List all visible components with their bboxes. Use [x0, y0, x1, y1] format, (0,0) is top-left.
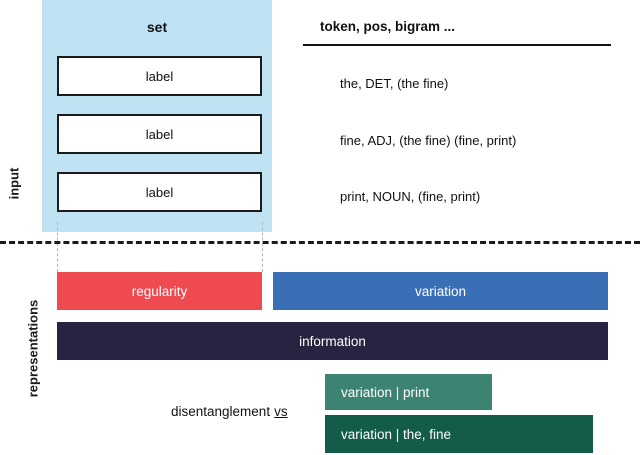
bar-information-label: information [299, 333, 366, 349]
feature-row: print, NOUN, (fine, print) [340, 189, 481, 204]
feature-row: the, DET, (the fine) [340, 76, 449, 91]
label-box: label [57, 172, 262, 212]
connector-line-left [57, 222, 58, 272]
label-box: label [57, 56, 262, 96]
bar-variation-label: variation [414, 283, 467, 299]
disentanglement-label: disentanglement [171, 404, 271, 419]
feature-row: fine, ADJ, (the fine) (fine, print) [340, 133, 517, 148]
bar-information: information [57, 322, 608, 360]
bar-variation-the-fine: variation | the, fine [325, 415, 593, 453]
bar-variation-print-label: variation | print [341, 384, 430, 400]
feature-header-rule [303, 44, 611, 46]
connector-line-right [262, 222, 263, 272]
section-divider [0, 241, 640, 244]
bar-regularity: regularity [57, 272, 262, 310]
bar-regularity-label: regularity [131, 283, 188, 299]
bar-variation-print: variation | print [325, 374, 492, 410]
bar-variation-the-fine-label: variation | the, fine [341, 426, 452, 442]
label-box: label [57, 114, 262, 154]
set-title: set [146, 19, 168, 35]
feature-column-header: token, pos, bigram ... [320, 19, 456, 34]
section-label-input: input [6, 167, 22, 200]
vs-label: vs [274, 404, 288, 419]
section-label-representations: representations [25, 299, 41, 398]
bar-variation: variation [273, 272, 608, 310]
